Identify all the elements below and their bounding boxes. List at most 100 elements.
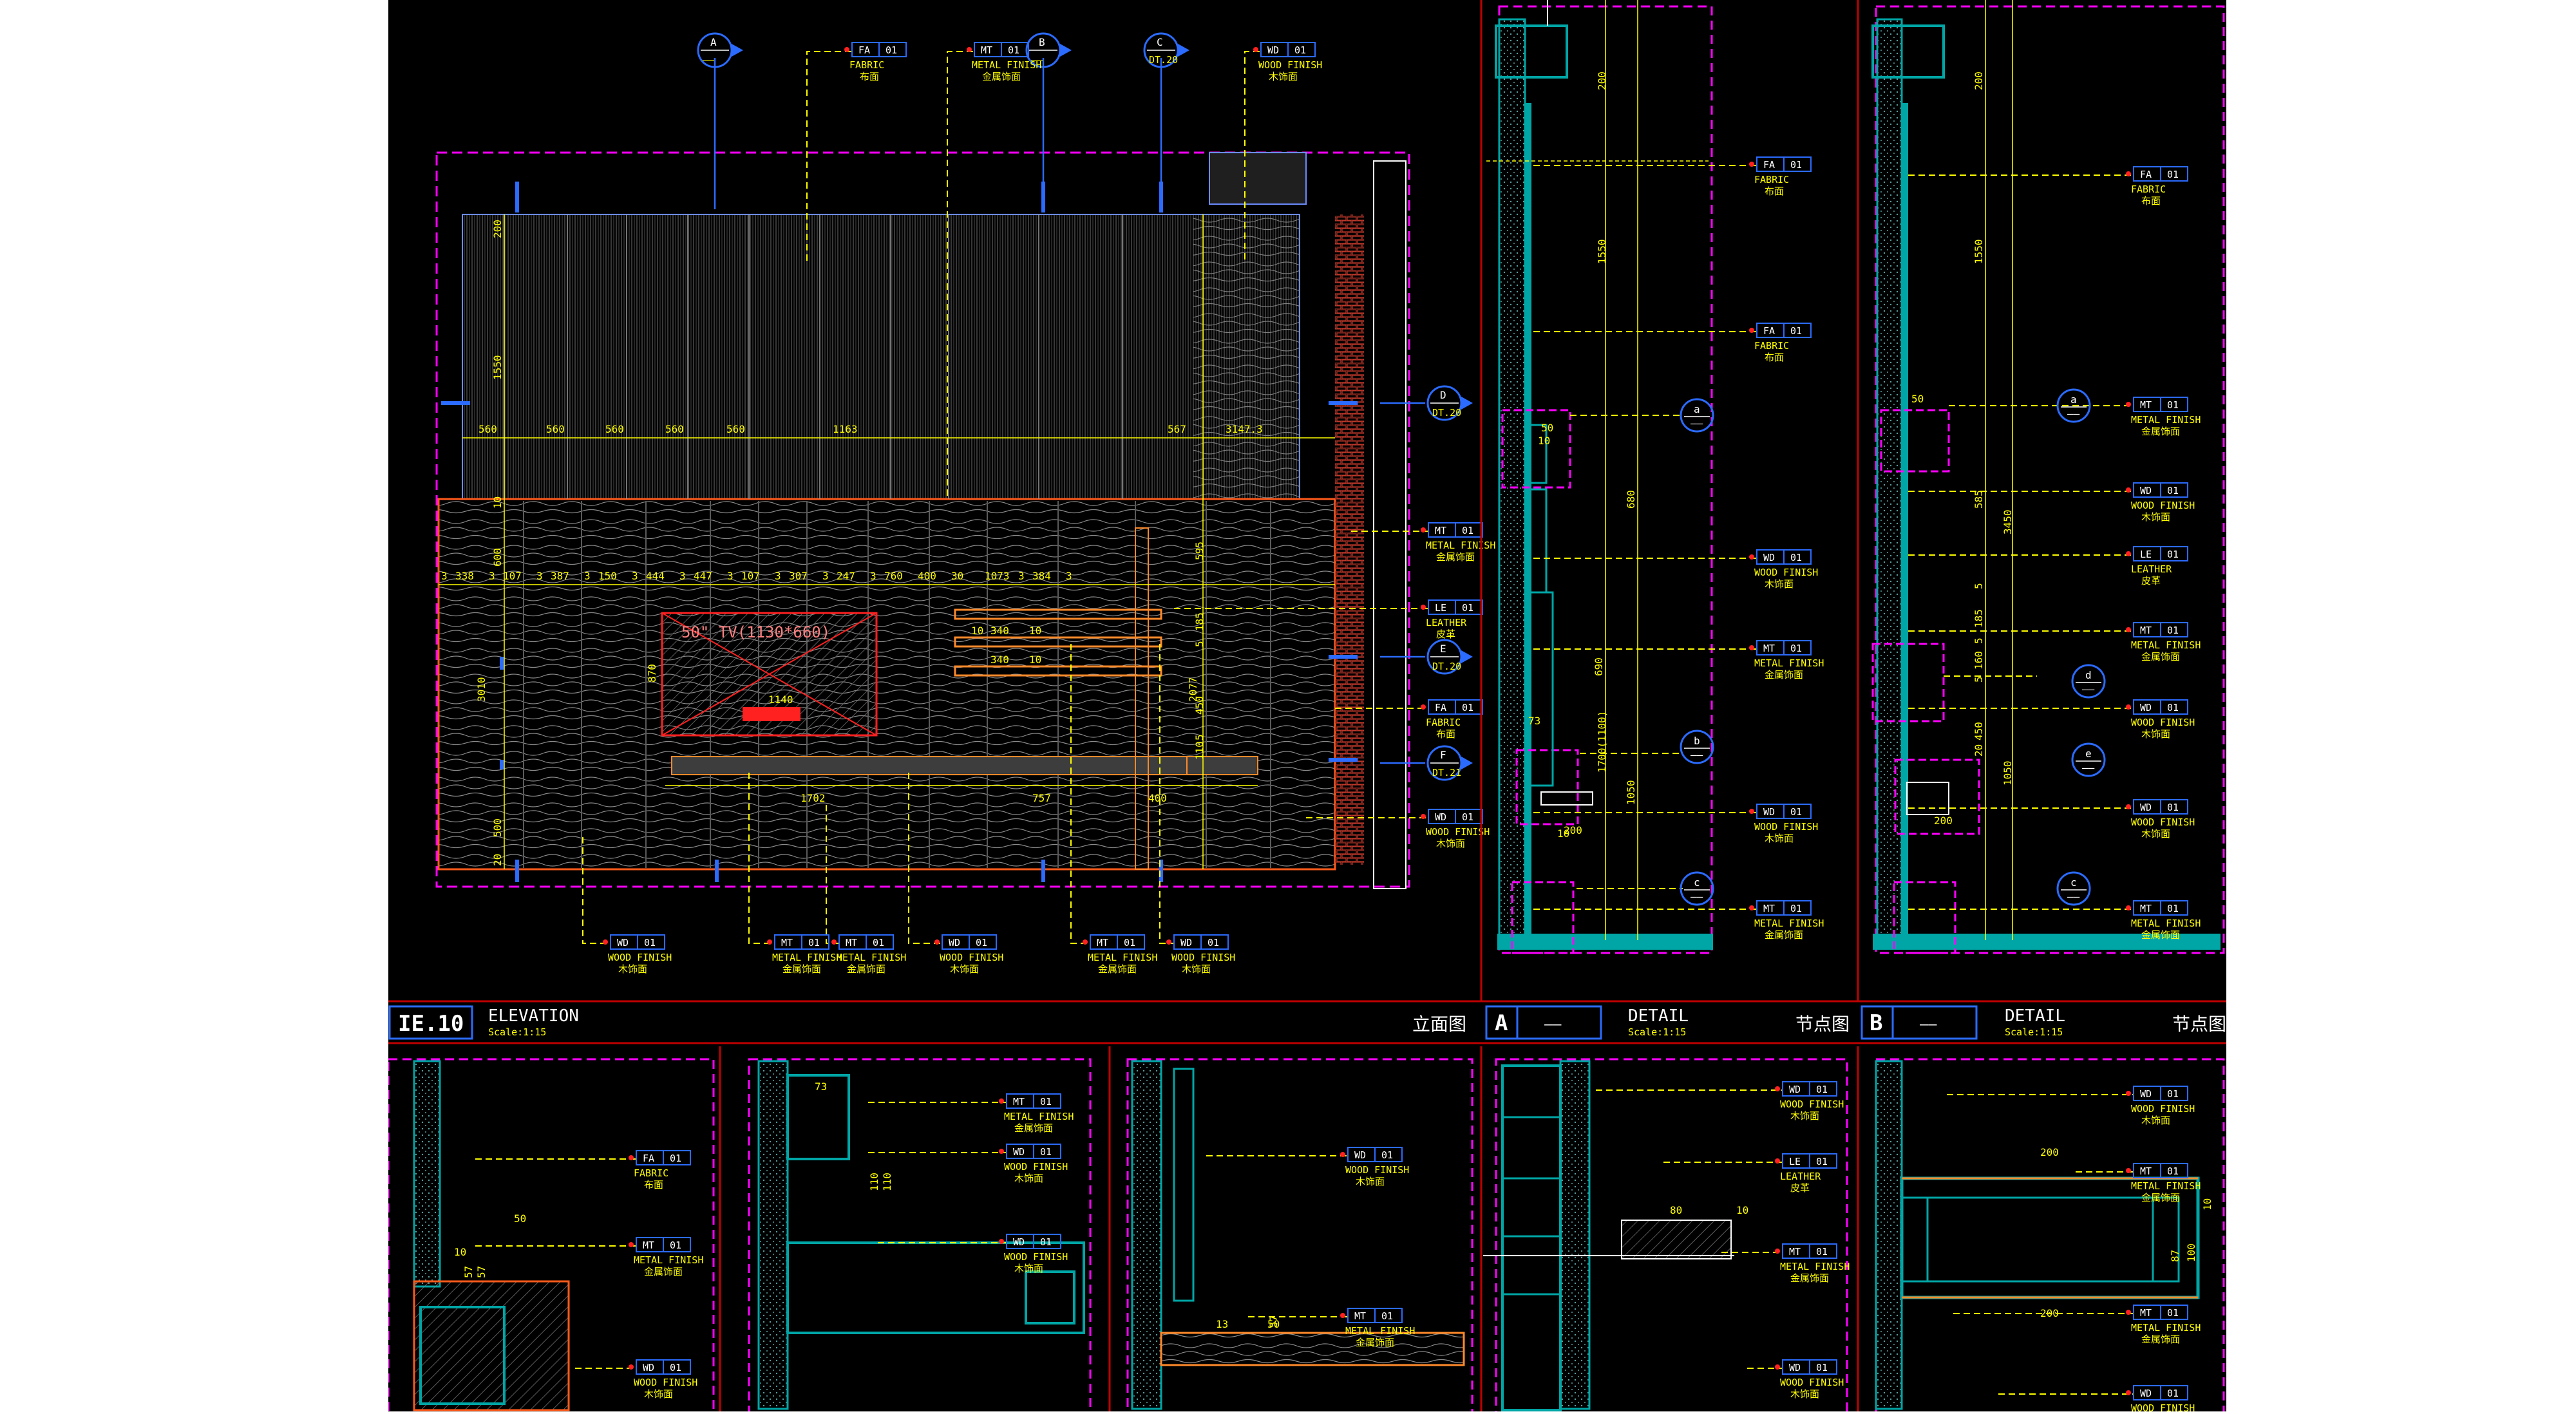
- material-number: 01: [1462, 702, 1473, 713]
- detail-b-sheet: ——: [1920, 1017, 1937, 1033]
- dimension-text: 200: [1596, 71, 1608, 90]
- material-name-cn: 金属饰面: [1765, 669, 1803, 681]
- material-code: WD: [617, 937, 629, 948]
- material-name-cn: 金属饰面: [1790, 1272, 1829, 1284]
- material-name: METAL FINISH: [2131, 639, 2201, 651]
- dimension-text: 247: [837, 570, 855, 582]
- material-number: 01: [808, 937, 820, 948]
- material-name: METAL FINISH: [1426, 540, 1495, 551]
- dimension-text: 340: [990, 625, 1009, 637]
- dimension-text: 5: [1973, 637, 1985, 644]
- dimension-text: 110: [1193, 741, 1206, 760]
- dimension-text: 680: [1625, 490, 1637, 509]
- detail-bubble: d——: [2071, 664, 2106, 699]
- material-code: WD: [1013, 1236, 1025, 1248]
- detail-bubble: e——: [2071, 742, 2106, 777]
- dimension-text: 1163: [833, 423, 858, 435]
- material-name: WOOD FINISH: [1780, 1098, 1844, 1110]
- material-name: METAL FINISH: [1088, 952, 1157, 963]
- dimension-text: 3: [775, 570, 781, 582]
- dimension-text: 3: [822, 570, 829, 582]
- dimension-text: 10: [2201, 1198, 2213, 1211]
- dimension-text: 107: [741, 570, 760, 582]
- material-name-cn: 皮革: [1790, 1182, 1810, 1194]
- material-code: WD: [1354, 1149, 1366, 1161]
- section-marker: FDT.21: [1426, 745, 1473, 781]
- material-name: WOOD FINISH: [2131, 1402, 2195, 1411]
- detail-a-id: A: [1495, 1010, 1508, 1036]
- material-name-cn: 金属饰面: [644, 1266, 683, 1277]
- detail-b-title-cn: 节点图: [2172, 1013, 2226, 1035]
- detail-bubble-sheet: ——: [2067, 891, 2080, 903]
- dimension-text: 80: [1670, 1204, 1682, 1216]
- material-code: WD: [2140, 1388, 2152, 1399]
- detail-bubble-sheet: ——: [1690, 891, 1703, 903]
- material-number: 01: [670, 1240, 681, 1251]
- material-number: 01: [1040, 1096, 1052, 1108]
- material-code: MT: [1013, 1096, 1025, 1108]
- material-code: WD: [1013, 1146, 1025, 1158]
- material-name-cn: 布面: [644, 1179, 663, 1191]
- section-sheet: DT.20: [1432, 661, 1461, 672]
- material-number: 01: [2167, 1088, 2179, 1100]
- dimension-text: 3: [1066, 570, 1072, 582]
- dimension-text: 500: [491, 818, 504, 837]
- detail-a-title: DETAIL: [1628, 1006, 1689, 1026]
- dimension-text: 73: [1528, 715, 1540, 727]
- material-name: METAL FINISH: [1004, 1111, 1074, 1122]
- dimension-text: 107: [503, 570, 522, 582]
- material-name: WOOD FINISH: [634, 1377, 697, 1388]
- detail-bubble-letter: d: [2085, 669, 2092, 681]
- material-code: MT: [2140, 1307, 2152, 1319]
- section-marker: DDT.20: [1426, 385, 1473, 421]
- material-name-cn: 木饰面: [2141, 728, 2170, 740]
- material-number: 01: [670, 1362, 681, 1373]
- dimension-text: 3: [536, 570, 543, 582]
- material-number: 01: [1790, 159, 1802, 171]
- material-name: METAL FINISH: [772, 952, 842, 963]
- section-letter: B: [1039, 36, 1045, 48]
- detail-a-sheet: ——: [1544, 1017, 1562, 1033]
- dimension-text: 160: [1973, 651, 1985, 670]
- material-name-cn: 木饰面: [1765, 833, 1794, 844]
- material-name-cn: 金属饰面: [1765, 929, 1803, 941]
- material-name-cn: 木饰面: [1269, 71, 1298, 82]
- tv-base: [743, 707, 800, 721]
- material-name: METAL FINISH: [634, 1254, 703, 1266]
- detail-bubble-sheet: ——: [2067, 408, 2080, 420]
- section-letter: A: [710, 36, 717, 48]
- material-number: 01: [1816, 1362, 1828, 1373]
- material-name-cn: 布面: [1436, 728, 1455, 740]
- material-code: FA: [1763, 159, 1775, 171]
- dimension-text: 400: [918, 570, 936, 582]
- dimension-text: 560: [726, 423, 745, 435]
- section-marker: CDT.20: [1143, 32, 1189, 68]
- dimension-text: 338: [455, 570, 474, 582]
- material-code: WD: [1435, 811, 1446, 823]
- dimension-text: 450: [1193, 696, 1206, 715]
- material-name: METAL FINISH: [972, 59, 1041, 71]
- detail-bubble-sheet: ——: [1690, 417, 1703, 429]
- section-sheet: DT.21: [1432, 767, 1461, 778]
- material-number: 01: [1790, 325, 1802, 337]
- material-name: WOOD FINISH: [1426, 826, 1490, 838]
- dimension-text: 560: [665, 423, 684, 435]
- material-number: 01: [1040, 1236, 1052, 1248]
- dimension-text: 20: [1973, 744, 1985, 757]
- material-code: MT: [1763, 643, 1775, 654]
